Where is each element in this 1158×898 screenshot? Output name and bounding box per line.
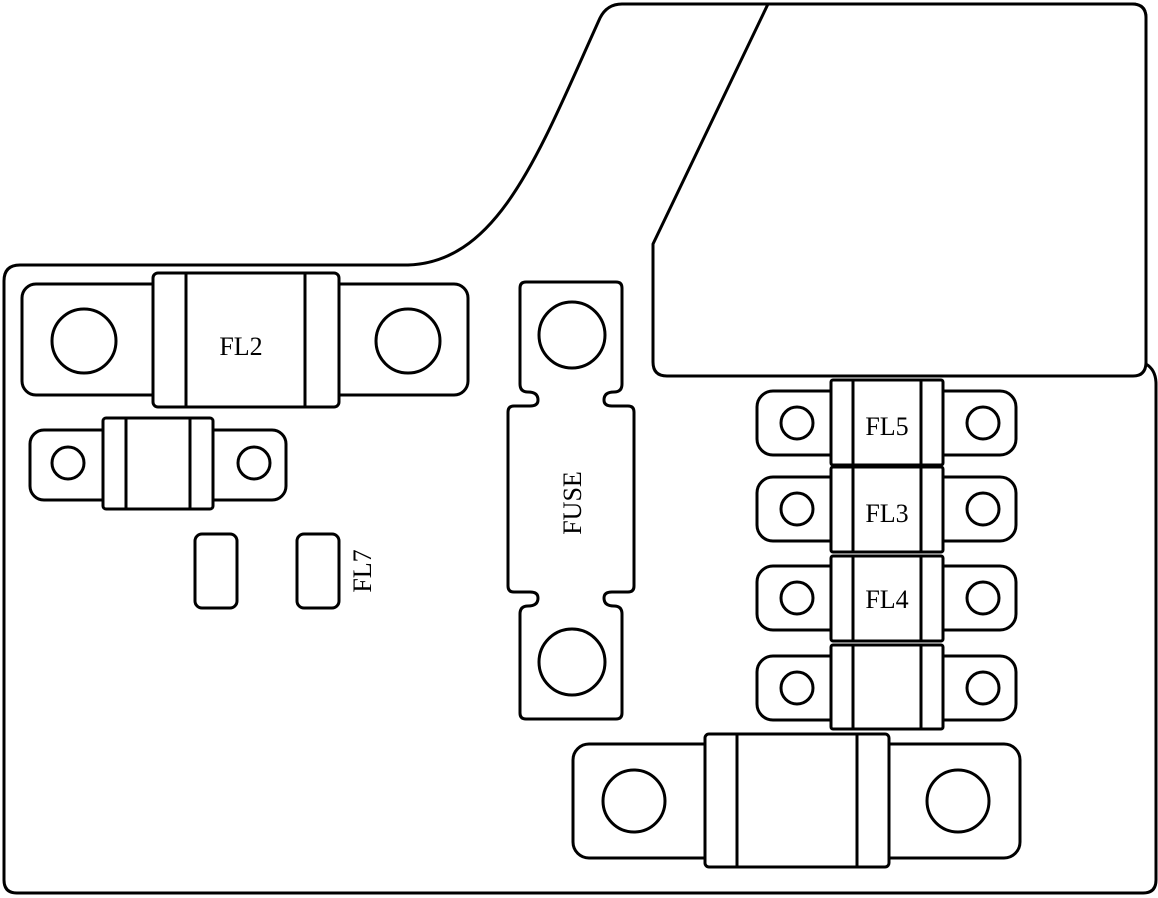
fuse-slot-fl7: FL7 xyxy=(193,532,377,610)
fusible-link-unlabeled-left xyxy=(28,416,288,511)
fl5-body xyxy=(829,378,945,467)
fl3-body xyxy=(829,465,945,554)
relay-block xyxy=(651,2,1148,378)
fl2-right-bolt-hole xyxy=(374,307,442,375)
left-link-body xyxy=(101,416,215,511)
fl5-left-bolt-hole xyxy=(779,405,815,441)
fl5-right-bolt-hole xyxy=(965,405,1001,441)
fl7-slot-right xyxy=(295,532,341,610)
left-link-bolt-hole-left xyxy=(50,445,86,481)
bottom-link-body xyxy=(703,732,891,869)
main-fuse: FUSE xyxy=(506,280,636,721)
fl3-right-bolt-hole xyxy=(965,491,1001,527)
right-link-bolt-hole-left xyxy=(779,670,815,706)
fl7-slot-left xyxy=(193,532,239,610)
bottom-link-bolt-hole-left xyxy=(601,768,667,834)
fl3-left-bolt-hole xyxy=(779,491,815,527)
fl4-label: FL4 xyxy=(865,585,908,614)
main-fuse-top-bolt-hole xyxy=(537,300,607,370)
bottom-link-bolt-hole-right xyxy=(925,768,991,834)
fl7-label: FL7 xyxy=(348,549,377,592)
fusible-link-large-bottom xyxy=(571,732,1022,869)
fl2-left-bolt-hole xyxy=(50,307,118,375)
fusible-link-fl2: FL2 xyxy=(20,271,470,409)
right-link-body xyxy=(829,643,945,731)
fusible-link-unlabeled-right xyxy=(755,643,1018,731)
left-link-bolt-hole-right xyxy=(236,445,272,481)
fl5-label: FL5 xyxy=(865,412,908,441)
fusible-link-fl5: FL5 xyxy=(755,378,1018,467)
fusible-link-fl4: FL4 xyxy=(755,554,1018,643)
fl2-label: FL2 xyxy=(219,332,262,361)
fusible-link-fl3: FL3 xyxy=(755,465,1018,554)
fl4-left-bolt-hole xyxy=(779,580,815,616)
fl4-body xyxy=(829,554,945,643)
fl4-right-bolt-hole xyxy=(965,580,1001,616)
right-link-bolt-hole-right xyxy=(965,670,1001,706)
fl2-body xyxy=(151,271,341,409)
main-fuse-bottom-bolt-hole xyxy=(537,627,607,697)
fl3-label: FL3 xyxy=(865,499,908,528)
main-fuse-body xyxy=(506,280,636,721)
fuse-label: FUSE xyxy=(558,471,587,535)
